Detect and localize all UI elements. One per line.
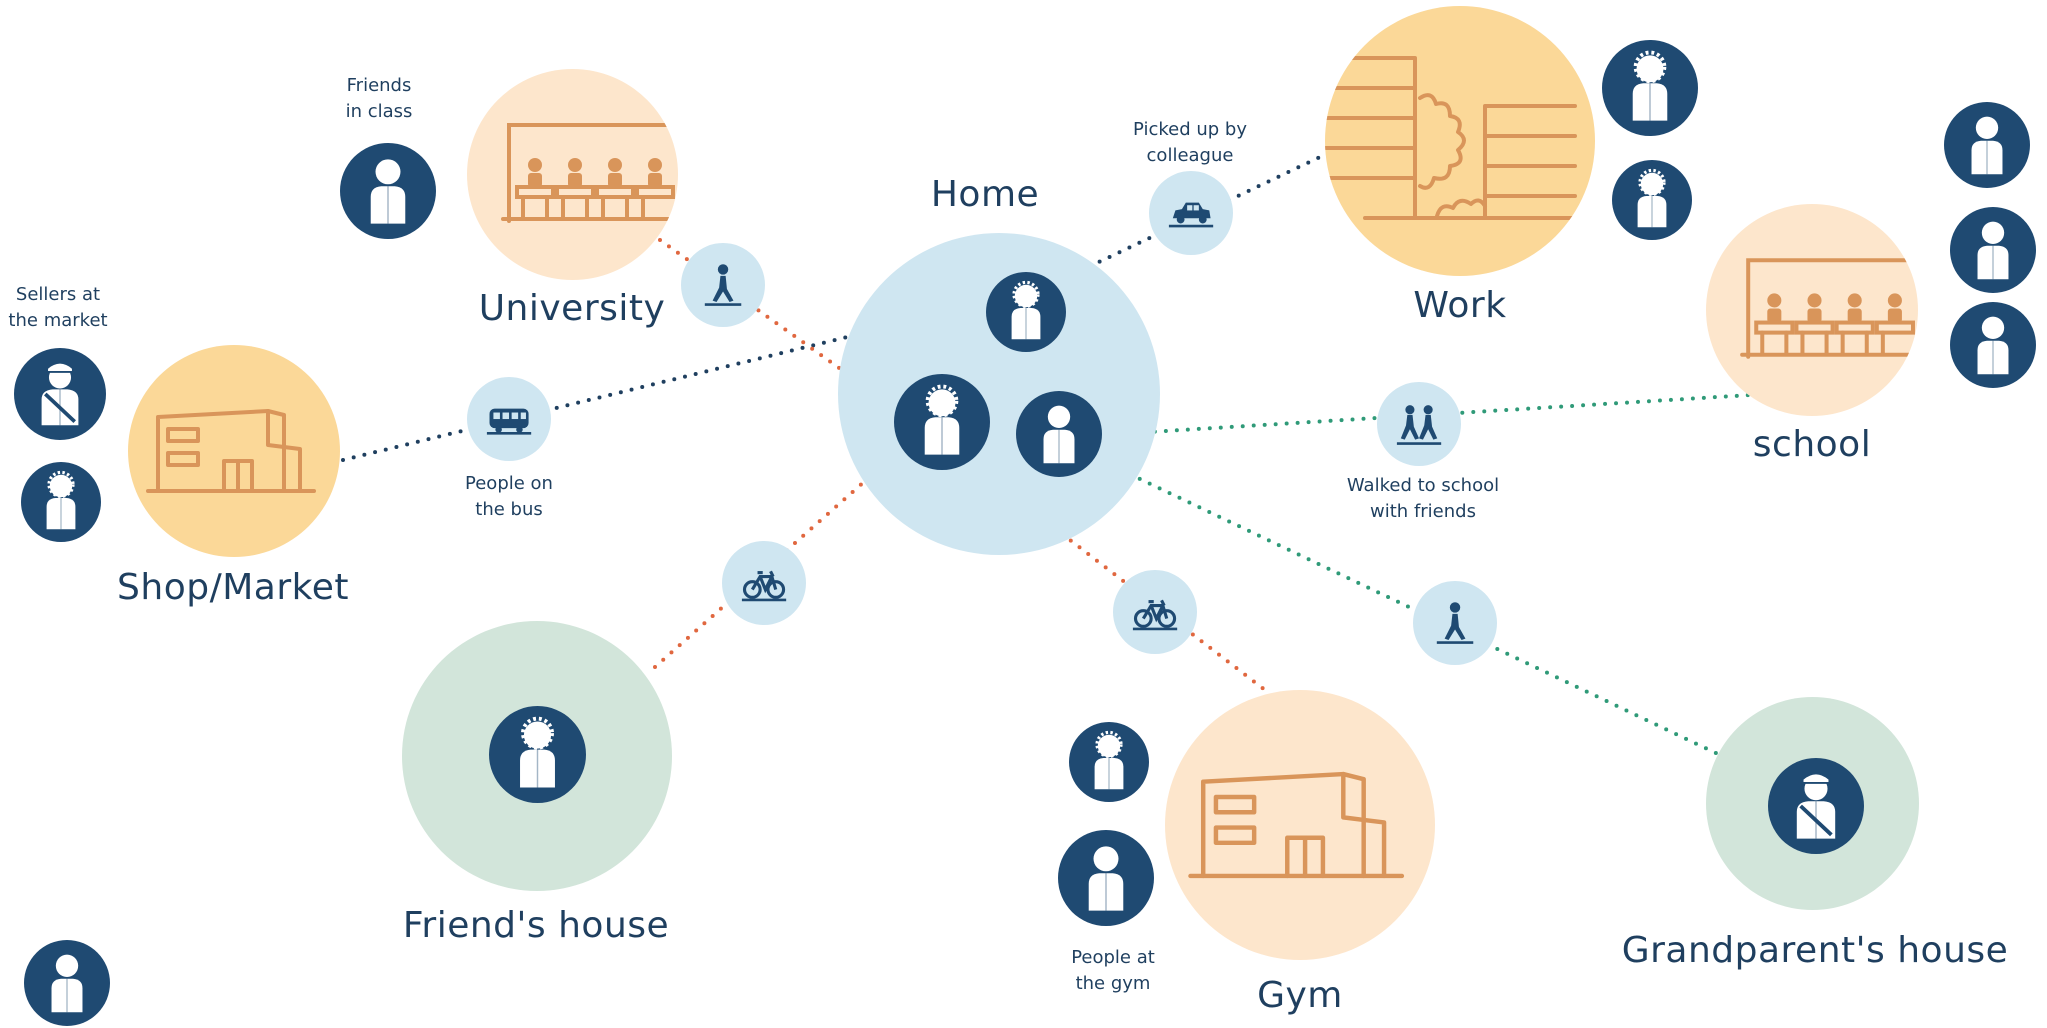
person-friends-house-icon xyxy=(489,706,586,803)
walking-icon xyxy=(704,264,742,306)
person-seller-1-icon xyxy=(14,348,106,440)
school-label: school xyxy=(1752,424,1872,465)
friends-in-class-label: Friends in class xyxy=(345,75,413,122)
university-node[interactable] xyxy=(467,69,678,280)
university-label: University xyxy=(478,288,666,329)
person-seller-2-icon xyxy=(21,462,101,542)
walk-group-mode xyxy=(1377,382,1461,466)
classroom-icon xyxy=(501,123,678,223)
sellers-at-market-label: Sellers at the market xyxy=(8,284,108,331)
bike-gym-mode xyxy=(1113,570,1197,654)
person-home-3-icon xyxy=(1016,391,1102,477)
car-mode xyxy=(1149,171,1233,255)
grandparents-house-label: Grandparent's house xyxy=(1621,930,2009,971)
person-gym-1-icon xyxy=(1069,722,1149,802)
person-corner-icon xyxy=(24,940,110,1026)
person-home-2-icon xyxy=(894,374,990,470)
walking-icon xyxy=(1436,602,1474,644)
bicycle-icon xyxy=(741,570,787,602)
line-home-gym xyxy=(938,438,1267,692)
walk-grandparent-mode xyxy=(1413,581,1497,665)
person-friends-class-icon xyxy=(340,143,436,239)
classroom-icon xyxy=(1740,258,1918,359)
bike-friends-mode xyxy=(722,541,806,625)
line-home-grandparent xyxy=(1098,458,1722,757)
person-gym-2-icon xyxy=(1058,830,1154,926)
work-label: Work xyxy=(1413,285,1507,326)
friends-house-label: Friend's house xyxy=(402,905,670,946)
person-work-2-icon xyxy=(1612,160,1692,240)
people-at-gym-label: People at the gym xyxy=(1071,947,1155,994)
car-icon xyxy=(1168,202,1214,228)
person-home-1-icon xyxy=(986,272,1066,352)
home-label: Home xyxy=(930,174,1040,215)
walked-to-school-label: Walked to school with friends xyxy=(1346,475,1500,522)
picked-up-label: Picked up by colleague xyxy=(1133,119,1247,166)
walking-group-icon xyxy=(1396,405,1442,445)
line-home-school xyxy=(1098,393,1752,437)
walk-university-mode xyxy=(681,243,765,327)
gym-label: Gym xyxy=(1257,975,1343,1016)
office-building-icon xyxy=(1325,56,1577,220)
person-school-1-icon xyxy=(1944,102,2030,188)
person-school-2-icon xyxy=(1950,207,2036,293)
bus-icon xyxy=(486,408,532,435)
people-on-bus-label: People on the bus xyxy=(465,473,553,520)
person-grandparent-icon xyxy=(1768,758,1864,854)
school-node[interactable] xyxy=(1706,204,1918,416)
line-home-shop xyxy=(341,288,1042,462)
person-work-1-icon xyxy=(1602,40,1698,136)
bus-mode xyxy=(467,377,551,461)
person-school-3-icon xyxy=(1950,302,2036,388)
shop-node[interactable] xyxy=(128,345,340,557)
shop-building-icon xyxy=(146,409,316,493)
gym-node[interactable] xyxy=(1165,690,1435,960)
gym-building-icon xyxy=(1188,771,1405,879)
shop-label: Shop/Market xyxy=(117,567,349,608)
work-node[interactable] xyxy=(1325,6,1595,276)
bicycle-icon xyxy=(1132,599,1178,631)
